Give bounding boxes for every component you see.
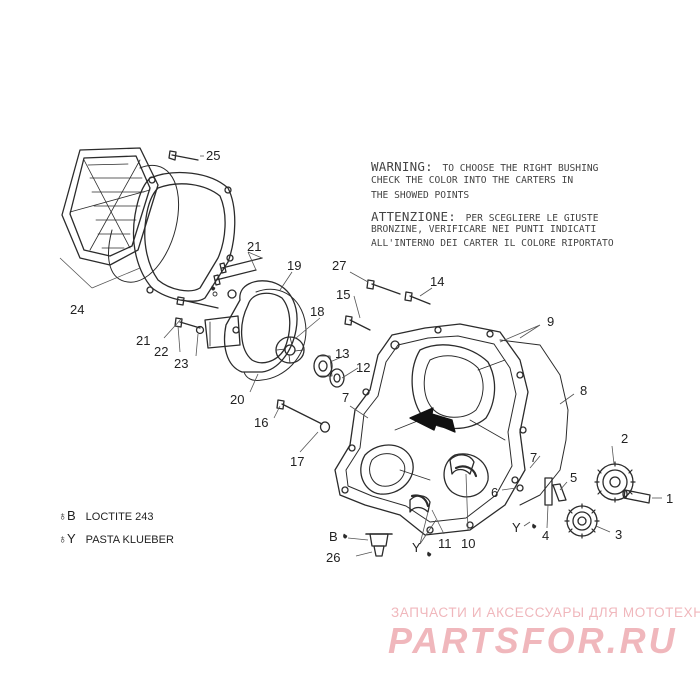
bearing-13 bbox=[313, 354, 333, 378]
warning-line-1-en: TO CHOOSE THE RIGHT BUSHING bbox=[442, 163, 599, 174]
legend-loctite: ♁B LOCTITE 243 bbox=[58, 508, 154, 523]
callout-8: 8 bbox=[580, 383, 587, 398]
callout-19: 19 bbox=[287, 258, 301, 273]
washer-23 bbox=[195, 325, 205, 335]
warning-heading-en: WARNING: bbox=[371, 159, 433, 174]
callout-11: 11 bbox=[438, 536, 452, 551]
warning-note-it: ATTENZIONE: PER SCEGLIERE LE GIUSTE bbox=[371, 206, 598, 225]
crankcase-gasket bbox=[499, 339, 569, 506]
indicator-arrow bbox=[409, 407, 456, 433]
legend-code-y: Y bbox=[67, 531, 76, 546]
callout-24: 24 bbox=[70, 302, 84, 317]
callout-12: 12 bbox=[356, 360, 370, 375]
water-pump-housing bbox=[204, 280, 298, 373]
warning-note: WARNING: TO CHOOSE THE RIGHT BUSHING bbox=[371, 156, 598, 175]
bolt-25 bbox=[168, 150, 199, 161]
callout-Y-left: Y bbox=[412, 540, 421, 555]
bolt-14 bbox=[404, 291, 431, 305]
callout-5: 5 bbox=[570, 470, 577, 485]
shaft-4 bbox=[544, 477, 553, 506]
pin-1 bbox=[623, 489, 651, 504]
bolt-27 bbox=[366, 279, 401, 295]
callout-18: 18 bbox=[310, 304, 324, 319]
warning-line-3-it: ALL'INTERNO DEI CARTER IL COLORE RIPORTA… bbox=[371, 238, 614, 249]
bolt-22 bbox=[174, 317, 201, 329]
dowel-6 bbox=[516, 484, 524, 492]
callout-25: 25 bbox=[206, 148, 220, 163]
callout-3: 3 bbox=[615, 527, 622, 542]
callout-27: 27 bbox=[332, 258, 346, 273]
callout-16: 16 bbox=[254, 415, 268, 430]
callout-1: 1 bbox=[666, 491, 673, 506]
housing-gasket bbox=[243, 288, 307, 381]
callout-21: 21 bbox=[247, 239, 261, 254]
callout-9: 9 bbox=[547, 314, 554, 329]
warning-line-2-en: CHECK THE COLOR INTO THE CARTERS IN bbox=[371, 175, 574, 186]
washer-17 bbox=[319, 421, 331, 433]
callout-2: 2 bbox=[621, 431, 628, 446]
droplet-icon: ♁ bbox=[58, 509, 67, 523]
callout-6: 6 bbox=[491, 485, 498, 500]
legend-text-loctite: LOCTITE 243 bbox=[85, 511, 154, 523]
callout-13: 13 bbox=[335, 346, 349, 361]
callout-14: 14 bbox=[430, 274, 444, 289]
bolt-16 bbox=[276, 399, 323, 425]
callout-10: 10 bbox=[461, 536, 475, 551]
callout-4: 4 bbox=[542, 528, 549, 543]
callout-labels: 25 21 19 27 14 15 18 13 12 9 8 24 21 22 … bbox=[70, 148, 673, 565]
callout-22: 22 bbox=[154, 344, 168, 359]
pump-impeller bbox=[275, 336, 305, 364]
warning-heading-it: ATTENZIONE: bbox=[371, 209, 456, 224]
legend-klueber: ♁Y PASTA KLUEBER bbox=[58, 531, 174, 546]
dowel-5 bbox=[552, 483, 567, 502]
watermark-brand: PARTSFOR.RU bbox=[388, 620, 678, 661]
clutch-cover bbox=[61, 147, 159, 266]
warning-line-2-it: BRONZINE, VERIFICARE NEI PUNTI INDICATI bbox=[371, 224, 597, 235]
bolt-21-lower bbox=[176, 296, 219, 309]
leader-lines bbox=[59, 155, 662, 557]
cover-frame bbox=[132, 171, 236, 302]
callout-17: 17 bbox=[290, 454, 304, 469]
cover-gasket bbox=[108, 164, 180, 283]
watermark-caption: ЗАПЧАСТИ И АКСЕССУАРЫ ДЛЯ МОТОТЕХНИКИ bbox=[391, 605, 700, 620]
warning-line-1-it: PER SCEGLIERE LE GIUSTE bbox=[465, 213, 599, 224]
callout-7b: 7 bbox=[530, 450, 537, 465]
crankcase bbox=[334, 323, 529, 536]
droplet-icon: ♁ bbox=[58, 532, 67, 546]
warning-line-3-en: THE SHOWED POINTS bbox=[371, 190, 470, 201]
callout-20: 20 bbox=[230, 392, 244, 407]
callout-7a: 7 bbox=[342, 390, 349, 405]
callout-26: 26 bbox=[326, 550, 340, 565]
callout-Y-right: Y bbox=[512, 520, 521, 535]
bolts-21-upper bbox=[213, 257, 263, 286]
seal-12 bbox=[329, 368, 345, 388]
callout-15: 15 bbox=[336, 287, 350, 302]
gear-3 bbox=[564, 503, 600, 539]
legend-text-klueber: PASTA KLUEBER bbox=[85, 534, 174, 546]
bolt-15 bbox=[344, 315, 371, 331]
bushing-10 bbox=[449, 454, 475, 475]
gear-2 bbox=[594, 461, 636, 503]
legend-code-b: B bbox=[67, 508, 76, 523]
drain-plug-26 bbox=[365, 533, 393, 557]
callout-B: B bbox=[329, 529, 338, 544]
callout-23: 23 bbox=[174, 356, 188, 371]
callout-21b: 21 bbox=[136, 333, 150, 348]
